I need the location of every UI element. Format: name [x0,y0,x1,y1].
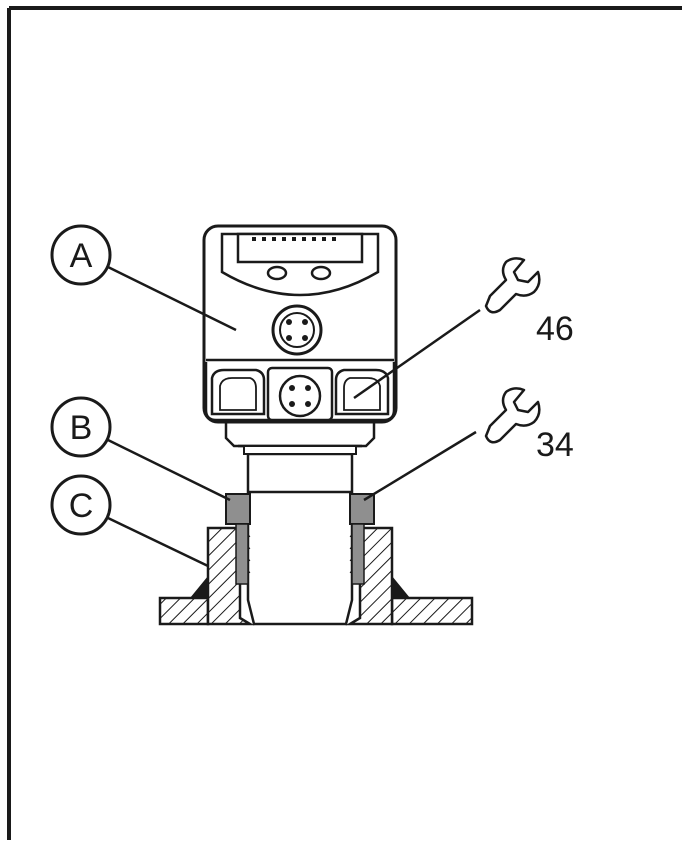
sensor-stem [241,452,359,626]
display-icon [236,232,364,264]
wrench-icon [363,387,541,502]
callout-b-label: B [70,409,93,447]
connector-icon [271,304,323,356]
figure-border [7,6,682,840]
callout-c-label: C [69,487,94,525]
wrench-icon [353,257,541,400]
wrench-size-lower: 34 [536,426,574,464]
push-buttons [266,265,332,281]
lock-nut [225,493,375,585]
hex-flats [204,362,396,422]
callout-b: B [50,396,231,502]
wrench-size-upper: 46 [536,310,574,348]
callout-a-label: A [70,237,93,275]
callout-c: C [50,474,209,568]
housing-collar [224,418,376,455]
callout-a: A [50,224,237,332]
